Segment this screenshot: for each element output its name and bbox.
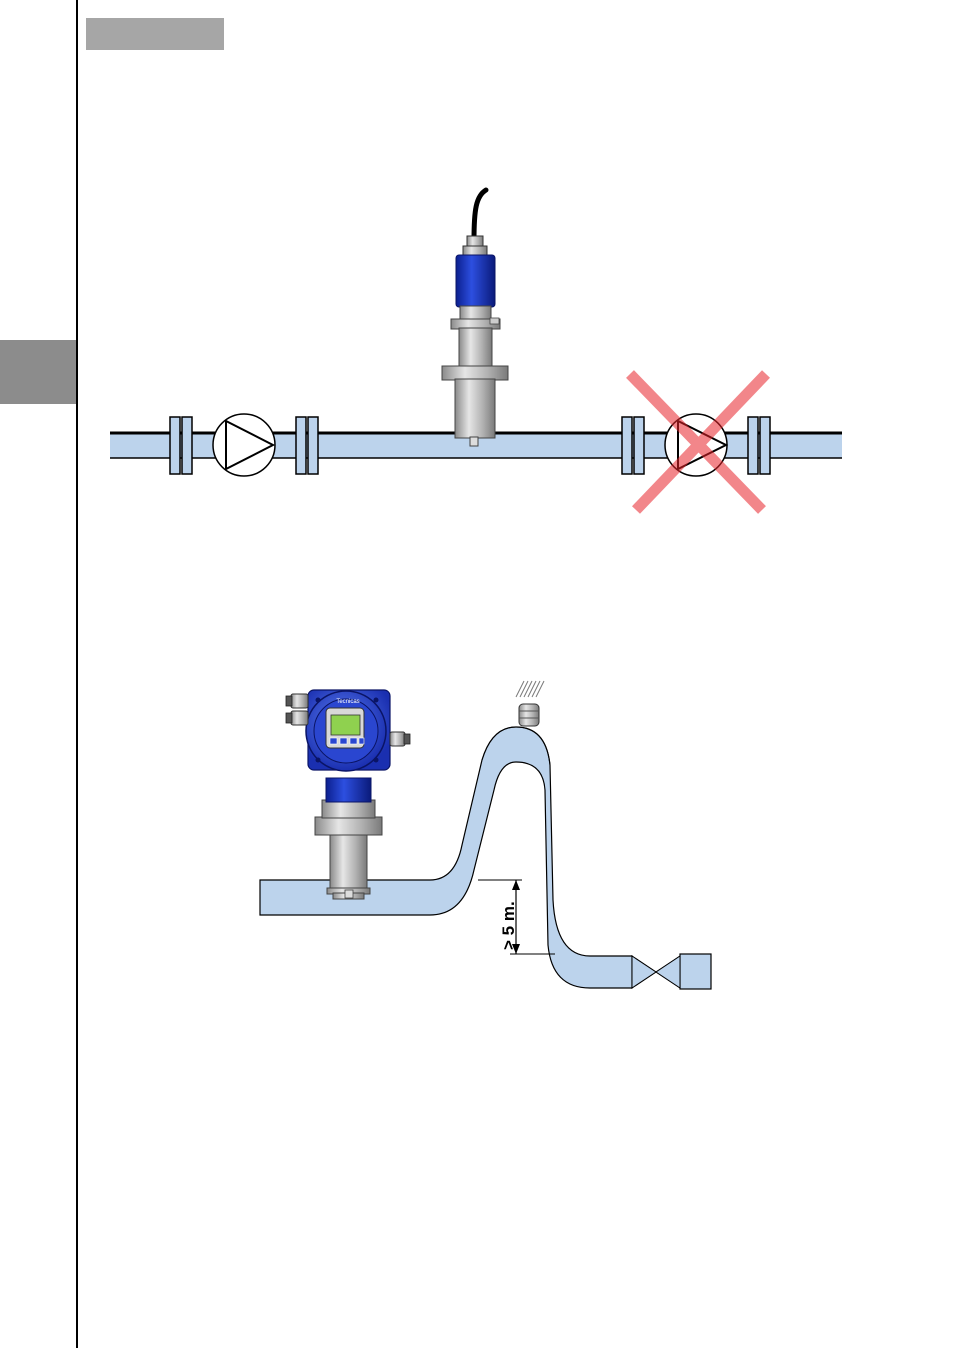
flange-left-2 bbox=[295, 416, 319, 475]
transmitter-sensor: Tecnicas bbox=[285, 689, 411, 900]
level-sensor bbox=[441, 187, 509, 447]
height-dimension: > 5 m. bbox=[478, 879, 555, 955]
flange-left-1 bbox=[169, 416, 193, 475]
flange-right-2 bbox=[747, 416, 771, 475]
left-margin-rule bbox=[76, 0, 78, 1348]
cable-gland-left bbox=[285, 693, 309, 726]
dimension-label: > 5 m. bbox=[499, 901, 518, 950]
chapter-side-tab bbox=[0, 340, 76, 404]
section-header-tab bbox=[86, 18, 224, 50]
pump-upstream-icon bbox=[212, 413, 276, 477]
brand-label: Tecnicas bbox=[336, 699, 359, 705]
valve-icon bbox=[631, 953, 712, 990]
cable-gland-right bbox=[389, 731, 411, 747]
bottom-diagram: > 5 m. Tecnicas bbox=[259, 680, 712, 990]
top-diagram bbox=[110, 187, 842, 514]
flange-right-1 bbox=[621, 416, 645, 475]
vent-icon bbox=[515, 680, 545, 727]
incorrect-cross-icon bbox=[626, 370, 770, 514]
